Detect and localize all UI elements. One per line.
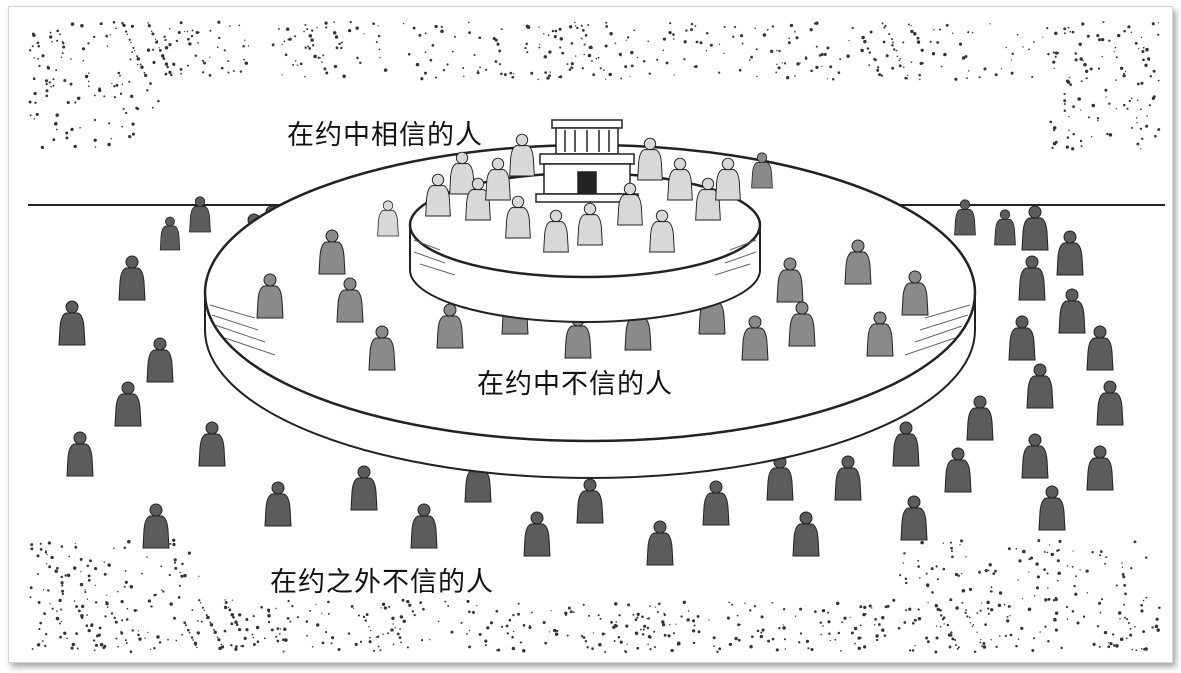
person-icon (118, 255, 146, 301)
person-icon (1086, 445, 1114, 491)
person-icon (410, 503, 438, 549)
label-unbelievers-outside-covenant: 在约之外不信的人 (270, 567, 494, 598)
person-icon (198, 421, 226, 467)
person-icon (1096, 380, 1124, 426)
person-icon (350, 465, 378, 511)
person-icon (114, 381, 142, 427)
person-icon (637, 137, 663, 181)
person-icon (646, 520, 674, 566)
person-icon (766, 455, 794, 501)
person-icon (1008, 315, 1036, 361)
person-icon (1021, 433, 1049, 479)
person-icon (1056, 230, 1084, 276)
person-icon (523, 511, 551, 557)
person-icon (1086, 325, 1114, 371)
person-icon (944, 447, 972, 493)
person-icon (702, 480, 730, 526)
person-icon (58, 300, 86, 346)
person-icon (994, 209, 1016, 246)
person-icon (1018, 255, 1046, 301)
ground-speckles (28, 20, 1161, 654)
person-icon (66, 431, 94, 477)
label-unbelievers-in-covenant: 在约中不信的人 (477, 369, 673, 400)
temple-icon (535, 119, 639, 203)
person-icon (264, 481, 292, 527)
person-icon (892, 421, 920, 467)
person-icon (146, 337, 174, 383)
label-believers-in-covenant: 在约中相信的人 (287, 120, 483, 151)
person-icon (1021, 205, 1049, 251)
person-icon (189, 196, 211, 233)
person-icon (576, 478, 604, 524)
person-icon (1058, 288, 1086, 334)
person-icon (509, 133, 535, 177)
person-icon (142, 503, 170, 549)
person-icon (792, 511, 820, 557)
person-icon (159, 216, 181, 251)
person-icon (1026, 363, 1054, 409)
person-icon (900, 495, 928, 541)
person-icon (966, 395, 994, 441)
person-icon (1038, 485, 1066, 531)
person-icon (834, 455, 862, 501)
